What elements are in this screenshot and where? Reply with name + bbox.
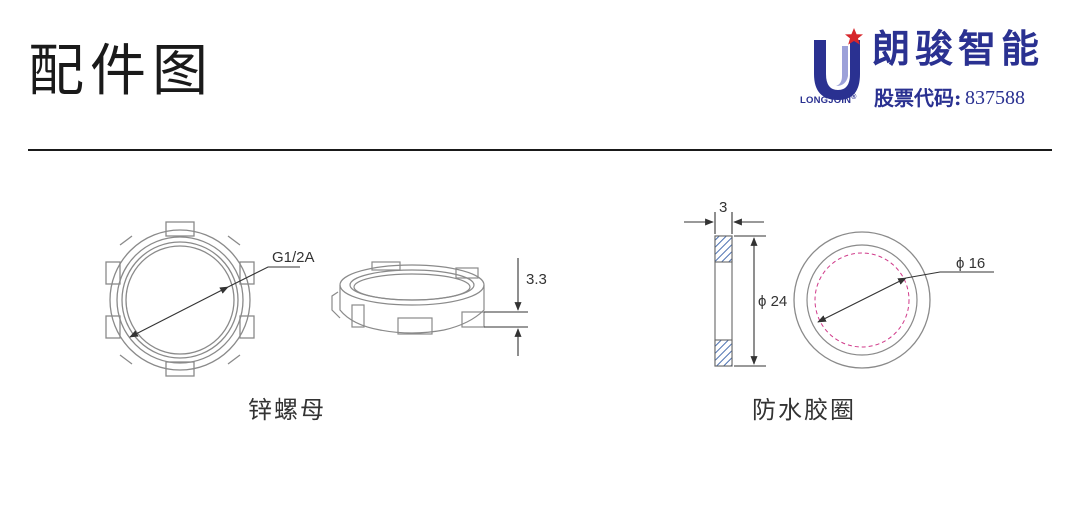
header-divider bbox=[28, 149, 1052, 151]
gasket-thickness-dimension bbox=[684, 212, 764, 234]
zinc-nut-perspective-view bbox=[331, 261, 485, 335]
gasket-outer-diameter-label: ϕ 24 bbox=[758, 293, 787, 310]
stock-code-label: 股票代码: bbox=[874, 86, 962, 110]
nut-tabs bbox=[105, 221, 255, 377]
zinc-nut-caption: 锌螺母 bbox=[248, 396, 326, 424]
gasket-caption: 防水胶圈 bbox=[752, 396, 856, 424]
thread-leader-line bbox=[227, 266, 300, 288]
nut-thickness-label: 3.3 bbox=[526, 271, 547, 288]
gasket-side-section bbox=[714, 235, 733, 367]
gasket-thickness-label: 3 bbox=[719, 199, 727, 216]
gasket-inner-dimension-line bbox=[817, 277, 907, 323]
gasket-front-view bbox=[793, 231, 931, 369]
registered-mark: ® bbox=[851, 94, 857, 101]
gasket-leader-line bbox=[905, 271, 994, 279]
gasket-outer-dimension bbox=[734, 235, 766, 367]
brand-logo-icon bbox=[814, 28, 863, 100]
brand-latin-name: LONGJOIN® bbox=[800, 94, 857, 107]
zinc-nut-front-view bbox=[105, 221, 255, 377]
stock-code-value: 837588 bbox=[965, 87, 1025, 109]
gasket-inner-diameter-label: ϕ 16 bbox=[956, 255, 985, 272]
nut-thickness-dimension bbox=[484, 258, 528, 356]
thread-dimension-line bbox=[129, 286, 229, 338]
page-title: 配件图 bbox=[28, 39, 214, 104]
thread-label: G1/2A bbox=[272, 249, 315, 266]
brand-name: 朗骏智能 bbox=[872, 26, 1045, 71]
